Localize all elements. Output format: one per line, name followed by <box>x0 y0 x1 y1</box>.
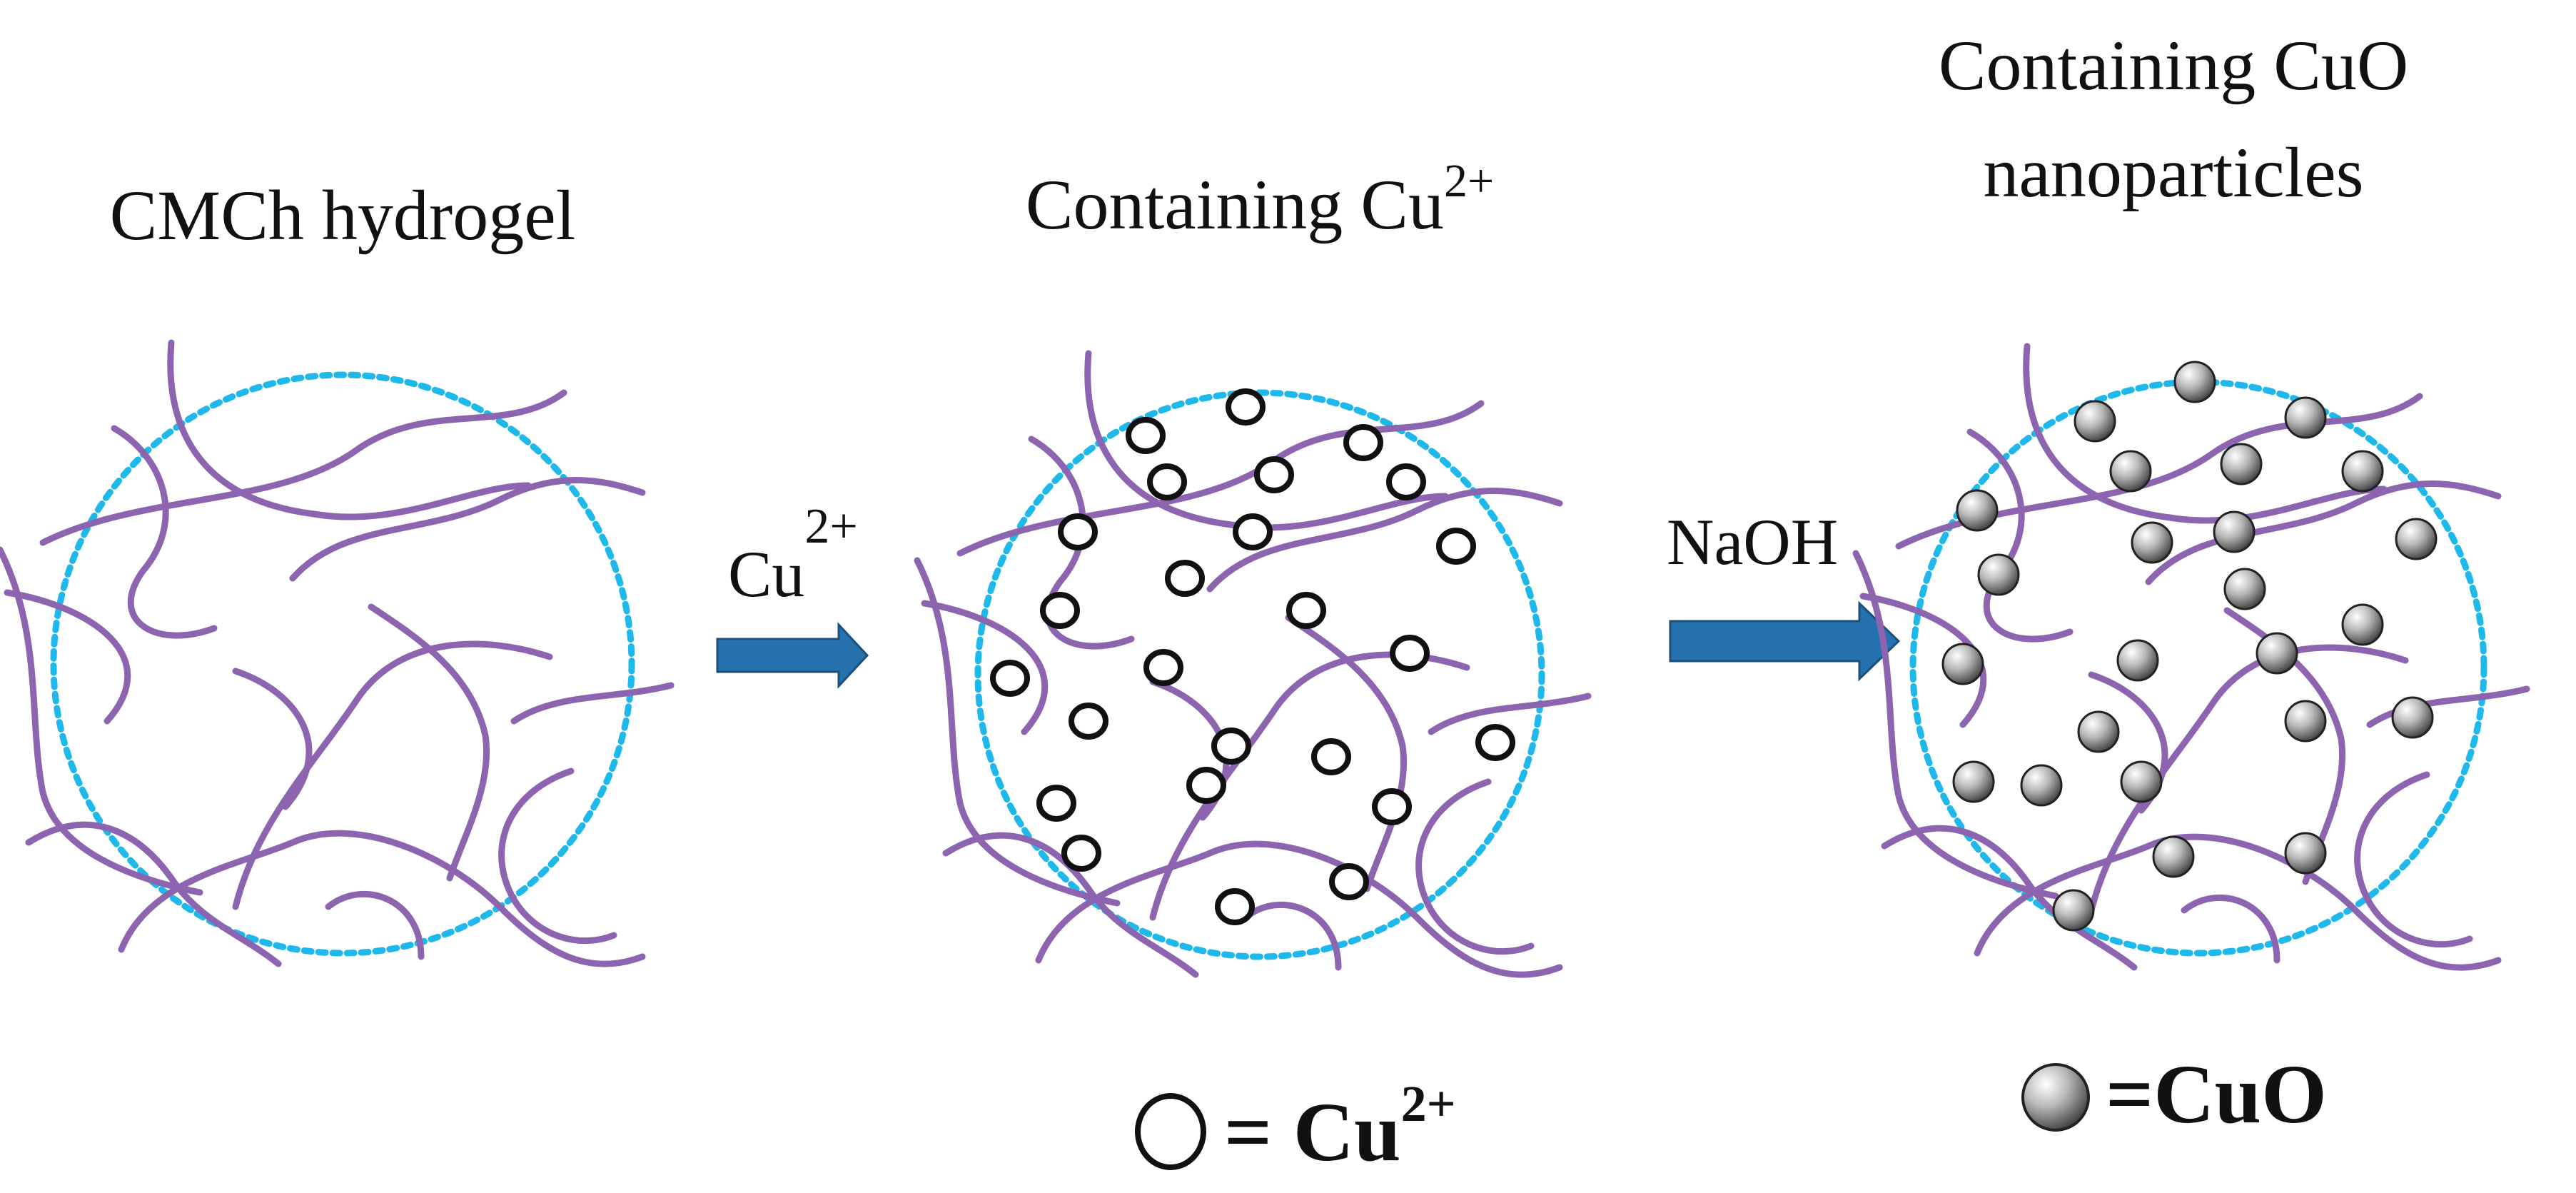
cuo-particle-marker <box>2109 450 2152 493</box>
step-2-arrow-shape <box>1669 600 1901 682</box>
cuo-particle-marker <box>2284 832 2327 875</box>
cu-ion-marker <box>1143 649 1183 686</box>
cu-ion-marker <box>1386 463 1426 500</box>
cuo-particle-marker <box>2152 835 2195 878</box>
cuo-particle-marker <box>2220 443 2263 485</box>
cu-ion-marker <box>1186 767 1226 804</box>
cuo-particle-marker <box>2256 632 2298 675</box>
cu-ion-marker <box>990 660 1030 697</box>
cu-ion-marker <box>1040 592 1080 629</box>
cu-ion-marker <box>1058 513 1098 550</box>
cuo-particle-marker <box>2020 764 2063 807</box>
cu-ion-marker <box>1126 417 1166 454</box>
cuo-particle-marker <box>1956 489 1999 532</box>
cuo-particle-marker <box>1941 643 1984 685</box>
cu-loaded-boundary <box>974 389 1545 960</box>
legend-cu-ion-symbol <box>1135 1093 1206 1170</box>
cu-ion-marker <box>1343 424 1383 461</box>
legend-cuo: =CuO <box>2021 1047 2327 1141</box>
cuo-particle-marker <box>1977 553 2020 596</box>
cuo-particle-marker <box>1952 760 1995 803</box>
cu-loaded-network <box>917 353 1588 975</box>
cu-ion-marker <box>1036 785 1076 822</box>
step-2-reagent-label: NaOH <box>1667 505 1838 578</box>
cu-ion-marker <box>1311 738 1351 775</box>
cu-ion-marker <box>1069 703 1108 740</box>
step-1-arrow: Cu2+ <box>716 499 869 689</box>
cuo-particle-group <box>1941 361 2438 932</box>
legend-cu-ion-text: = Cu2+ <box>1224 1075 1456 1179</box>
cu-ion-marker <box>1390 635 1430 672</box>
cu-ion-marker <box>1211 728 1251 765</box>
cuo-particle-marker <box>2213 510 2256 553</box>
cu-ion-marker <box>1329 863 1369 900</box>
cuo-particle-marker <box>2341 450 2384 493</box>
cuo-particle-marker <box>2077 710 2120 753</box>
cu-ion-marker <box>1226 388 1266 426</box>
cu-ion-marker <box>1286 592 1326 629</box>
cu-ion-marker <box>1372 788 1412 825</box>
panel-hydrogel: CMCh hydrogel <box>0 176 671 964</box>
step-1-reagent-label: Cu2+ <box>728 499 858 610</box>
cuo-loaded-boundary <box>1909 378 2487 957</box>
cuo-particle-marker <box>2341 603 2384 646</box>
step-1-arrow-shape <box>716 622 869 689</box>
cuo-particle-marker <box>2120 760 2163 803</box>
hydrogel-network <box>0 343 671 964</box>
cu-ion-marker <box>1165 560 1205 597</box>
cuo-particle-marker <box>2116 639 2159 682</box>
panel-title-cuo-line1: Containing CuO <box>1939 26 2408 105</box>
cuo-particle-marker <box>2395 518 2438 560</box>
cu-ion-marker <box>1475 724 1515 761</box>
panel-cuo-loaded: Containing CuO nanoparticles <box>1856 26 2527 967</box>
cuo-particle-marker <box>2074 400 2116 443</box>
cuo-particle-marker <box>2223 568 2266 610</box>
panel-title-hydrogel: CMCh hydrogel <box>110 176 576 255</box>
cuo-particle-marker <box>2284 396 2327 439</box>
panel-cu-loaded: Containing Cu2+ <box>917 155 1588 975</box>
cuo-particle-marker <box>2173 361 2216 403</box>
cuo-loaded-network <box>1856 346 2527 967</box>
cuo-particle-marker <box>2131 521 2173 564</box>
step-2-arrow: NaOH <box>1667 505 1901 682</box>
cu-ion-marker <box>1436 528 1476 565</box>
legend-cu-ion: = Cu2+ <box>1135 1075 1456 1179</box>
cuo-particle-marker <box>2052 889 2095 932</box>
hydrogel-boundary <box>50 371 635 957</box>
cuo-particle-marker <box>2391 696 2434 739</box>
cu-ion-marker <box>1061 835 1101 872</box>
cu-ion-marker <box>1215 888 1255 925</box>
cuo-particle-marker <box>2284 700 2327 743</box>
cu-ion-group <box>990 388 1515 925</box>
cu-ion-marker <box>1147 463 1187 500</box>
legend-cuo-text: =CuO <box>2106 1047 2327 1141</box>
panel-title-cuo-line2: nanoparticles <box>1983 133 2363 212</box>
cu-ion-marker <box>1233 513 1273 550</box>
legend-cuo-symbol <box>2021 1063 2090 1132</box>
cu-ion-marker <box>1254 456 1294 493</box>
panel-title-cu-loaded: Containing Cu2+ <box>1026 155 1494 244</box>
